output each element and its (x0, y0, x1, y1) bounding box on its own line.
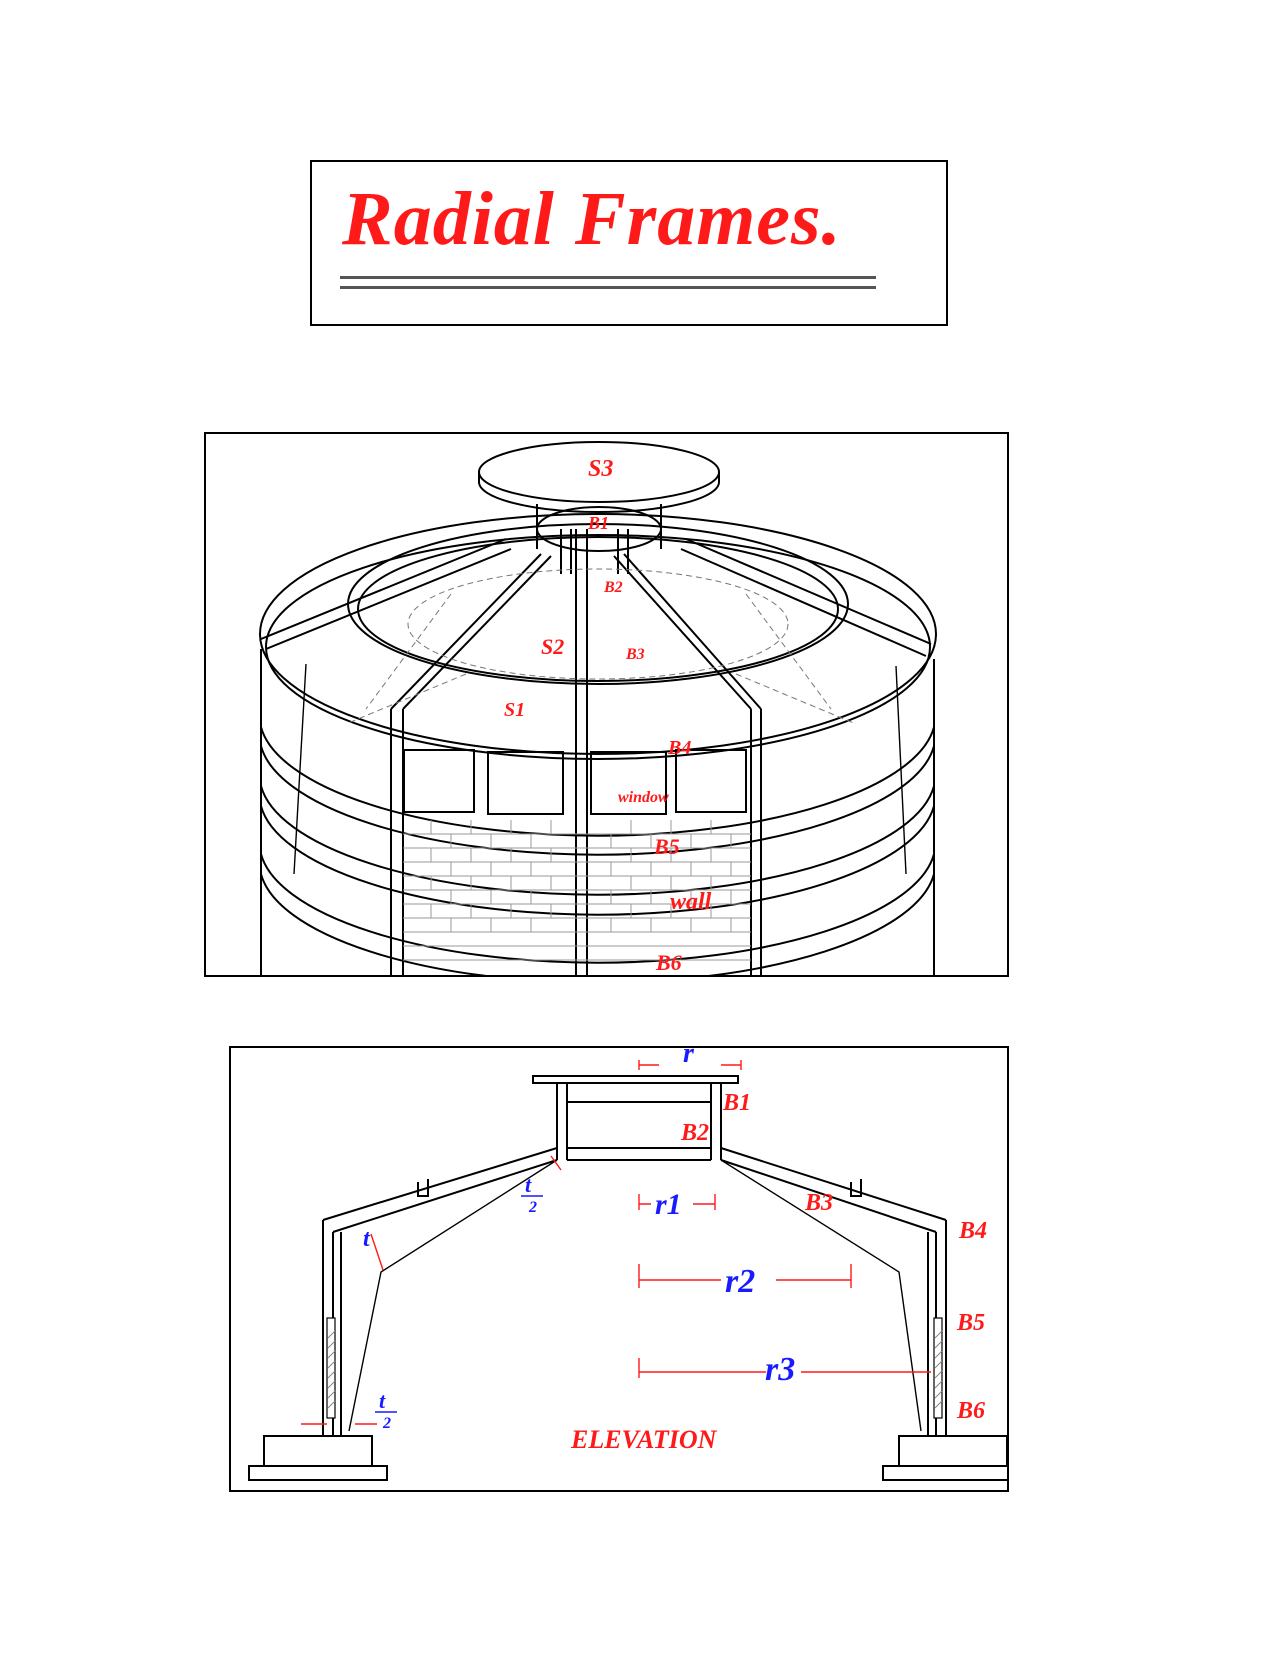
dim-t-half-bottom-den: 2 (382, 1415, 391, 1432)
label-s1: S1 (504, 699, 525, 721)
beam-center (575, 529, 588, 975)
dim-line-r (638, 1060, 742, 1070)
label-b6: B6 (956, 1398, 985, 1424)
footing-right (898, 1435, 1007, 1467)
perspective-drawing: S3 B1 B2 S2 B3 S1 B4 window B5 wall B6 (204, 432, 1009, 977)
dim-line-t-half-top (550, 1155, 562, 1171)
label-b2: B2 (680, 1120, 709, 1146)
elevation-svg: B1 B2 B3 B4 B5 B6 ELEVATION r r1 r2 r3 t… (248, 1048, 1007, 1481)
dim-t-half-bottom-num: t (379, 1388, 386, 1413)
dim-r: r (683, 1048, 695, 1069)
inner-ring (347, 523, 849, 685)
dim-r2: r2 (725, 1263, 755, 1300)
beam-far-left (260, 538, 512, 650)
beam-right (613, 553, 762, 710)
label-b4: B4 (958, 1218, 987, 1244)
label-b1: B1 (722, 1090, 751, 1116)
roof-beam-right (720, 1147, 947, 1233)
title-underline (340, 286, 876, 289)
window-2 (487, 751, 564, 815)
brick-wall (403, 820, 751, 961)
window-4 (675, 749, 747, 813)
cap-slab (532, 1075, 739, 1084)
title-underline (340, 276, 876, 279)
label-s2: S2 (541, 634, 564, 659)
footing-base-left (248, 1465, 388, 1481)
footing-left (263, 1435, 373, 1467)
ring-b6 (260, 853, 935, 964)
dim-r3: r3 (765, 1351, 795, 1388)
label-b6: B6 (655, 950, 682, 975)
perspective-svg: S3 B1 B2 S2 B3 S1 B4 window B5 wall B6 (259, 441, 937, 975)
dim-line-r3 (638, 1358, 931, 1378)
window-1 (403, 749, 475, 813)
dim-line-r1 (638, 1194, 716, 1210)
title-box: Radial Frames. (310, 160, 948, 326)
label-window: window (618, 789, 669, 806)
footing-base-right (882, 1465, 1007, 1481)
label-b3: B3 (625, 646, 645, 663)
window-3 (590, 751, 667, 815)
label-b5: B5 (956, 1310, 985, 1336)
dim-t-half-top-den: 2 (528, 1199, 537, 1216)
dim-line-t (370, 1233, 384, 1271)
ring-b5 (260, 785, 935, 896)
label-b3: B3 (804, 1190, 833, 1216)
elevation-caption: ELEVATION (570, 1425, 718, 1454)
outer-rim-inner (265, 534, 931, 760)
outer-rim-top (259, 513, 937, 755)
dim-line-r2 (638, 1264, 852, 1288)
beam-far-right (680, 538, 932, 657)
dim-r1: r1 (655, 1188, 682, 1221)
elevation-drawing: B1 B2 B3 B4 B5 B6 ELEVATION r r1 r2 r3 t… (229, 1046, 1009, 1492)
dim-t: t (363, 1226, 371, 1252)
label-wall: wall (670, 889, 712, 915)
beam-left (390, 553, 552, 710)
label-b5: B5 (653, 834, 680, 859)
label-b4: B4 (667, 737, 691, 759)
page-title: Radial Frames. (342, 177, 842, 261)
label-s3: S3 (588, 456, 613, 482)
label-b2: B2 (603, 579, 623, 596)
roof-beam-left (322, 1147, 558, 1233)
dim-t-half-top-num: t (525, 1172, 532, 1197)
label-b1: B1 (587, 513, 609, 533)
ring-b4 (260, 726, 935, 837)
